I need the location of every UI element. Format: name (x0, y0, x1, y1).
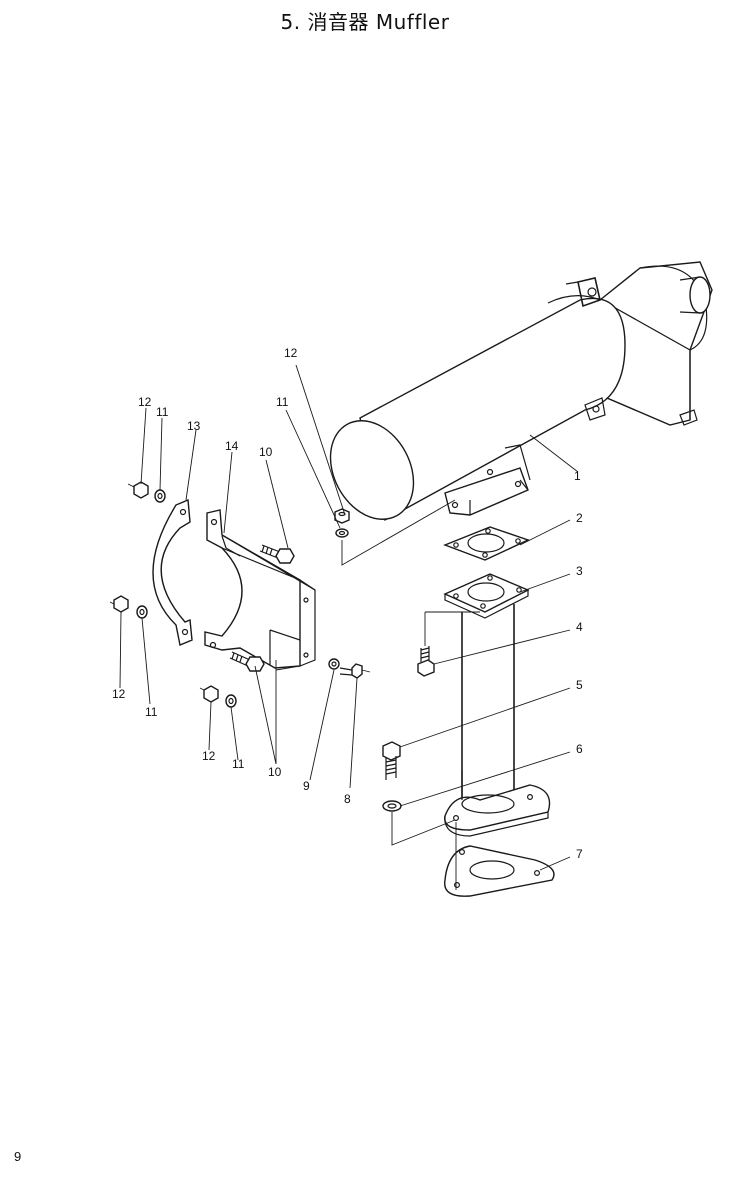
callout-2: 2 (576, 511, 583, 525)
washer-11-upper (335, 528, 349, 538)
callout-4: 4 (576, 620, 583, 634)
callout-12-bottom: 12 (202, 749, 216, 763)
washer-11-top-left (154, 489, 166, 503)
callout-3: 3 (576, 564, 583, 578)
gasket-upper (443, 526, 530, 561)
callout-14: 14 (225, 439, 239, 453)
callout-11-top-center: 11 (276, 395, 289, 409)
gasket-lower (444, 845, 555, 897)
washer-11-mid-left (136, 605, 148, 619)
callout-12-mid-left: 12 (112, 687, 126, 701)
callout-11-bottom: 11 (232, 757, 245, 771)
callout-6: 6 (576, 742, 583, 756)
bolt-10-lower (229, 651, 265, 672)
mounting-bracket (152, 498, 316, 669)
bolt-5 (382, 741, 401, 780)
callout-9: 9 (303, 779, 310, 793)
bolt-8 (339, 663, 363, 679)
callout-10-top: 10 (259, 445, 273, 459)
nut-12-upper (334, 508, 350, 524)
washer-6 (382, 800, 402, 812)
washer-11-bottom (225, 694, 237, 708)
callout-13: 13 (187, 419, 201, 433)
bolt-10-upper (259, 544, 295, 564)
callout-7: 7 (576, 847, 583, 861)
exhaust-pipe (443, 573, 551, 837)
callout-labels: 1 2 3 4 5 6 7 8 9 10 10 11 12 12 11 13 1… (112, 346, 583, 861)
callout-11-top-left: 11 (156, 405, 169, 419)
callout-11-mid-left: 11 (145, 705, 158, 719)
nut-12-top-left (133, 481, 149, 499)
muffler-body (329, 261, 713, 522)
nut-12-bottom (203, 685, 219, 703)
page-title: 5. 消音器 Muffler (280, 10, 450, 34)
bolt-4 (417, 646, 435, 677)
callout-8: 8 (344, 792, 351, 806)
washer-9 (328, 658, 340, 670)
page-number: 9 (14, 1149, 22, 1164)
nut-12-mid-left (113, 595, 129, 613)
leader-lines (109, 364, 579, 890)
callout-1: 1 (574, 469, 581, 483)
callout-10-bottom: 10 (268, 765, 282, 779)
callout-12-top-center: 12 (284, 346, 298, 360)
callout-5: 5 (576, 678, 583, 692)
callout-12-top-left: 12 (138, 395, 152, 409)
